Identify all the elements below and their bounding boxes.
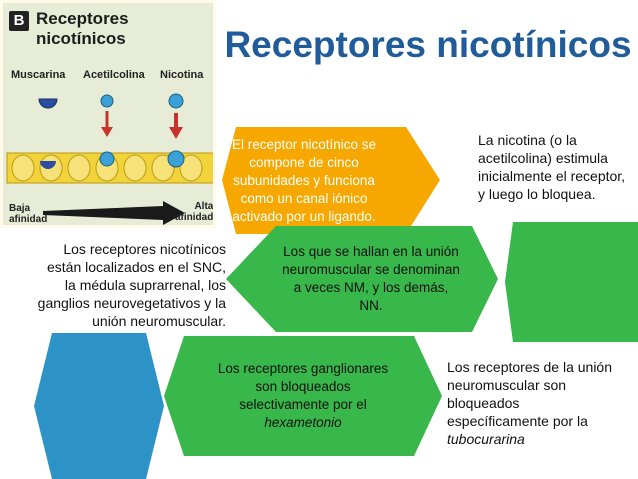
nm-text: Los que se hallan en la unión neuromuscu…	[282, 244, 460, 313]
label-muscarina: Muscarina	[11, 69, 66, 81]
figure-badge: B	[9, 11, 29, 31]
ganglionic-text: Los receptores ganglionares son bloquead…	[217, 361, 389, 430]
hexagon-composition: El receptor nicotínico se compone de cin…	[222, 127, 440, 234]
label-acetilcolina: Acetilcolina	[83, 69, 145, 81]
hexagon-nm: Los que se hallan en la unión neuromuscu…	[226, 226, 498, 332]
slide-title: Receptores nicotínicos	[224, 24, 632, 65]
stimulation-text: La nicotina (o la acetilcolina) estimula…	[478, 132, 626, 202]
label-nicotina: Nicotina	[160, 69, 204, 81]
hexagon-green-right	[505, 222, 638, 342]
neuromuscular-text: Los receptores de la unión neuromuscular…	[447, 359, 612, 447]
figure-title: Receptores nicotínicos	[36, 9, 129, 48]
nicotina-ligand-icon	[168, 93, 184, 109]
nicotina-receptor-icon	[167, 150, 185, 168]
muscarina-ligand-icon	[38, 98, 58, 109]
acetilcolina-ligand-icon	[100, 94, 114, 108]
receptor-diagram	[6, 93, 213, 225]
affinity-arrow-icon	[43, 201, 185, 225]
hexagon-blue-left	[34, 333, 164, 479]
hexametonio-text: hexametonio	[264, 415, 342, 430]
location-text: Los receptores nicotínicos están localiz…	[37, 241, 226, 329]
hexagon-ganglionic: Los receptores ganglionares son bloquead…	[164, 336, 442, 456]
tubocurarina-text: tubocurarina	[447, 431, 525, 447]
composition-text: El receptor nicotínico se compone de cin…	[231, 136, 377, 224]
receptor-figure: B Receptores nicotínicos Muscarina Aceti…	[0, 0, 216, 228]
muscarina-receptor-icon	[40, 161, 56, 169]
acetilcolina-receptor-icon	[99, 151, 115, 167]
